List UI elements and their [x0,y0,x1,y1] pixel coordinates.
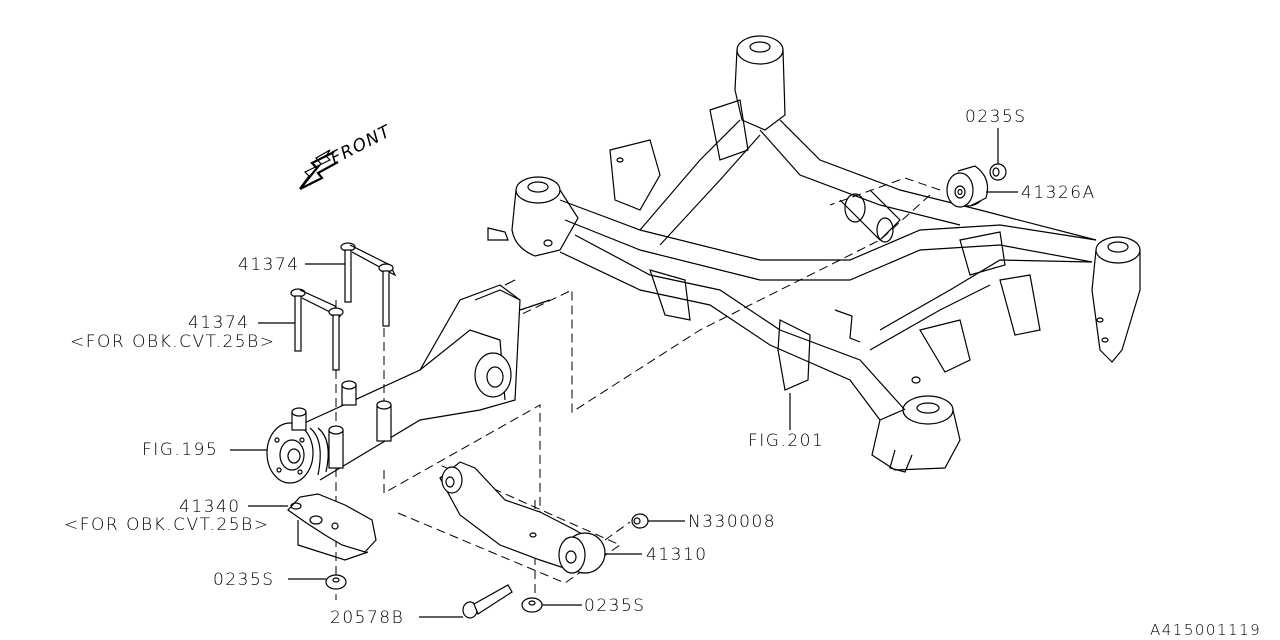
nut-0235s-bracket[interactable] [325,574,347,590]
callout-41340[interactable]: 41340 [179,497,241,517]
diagram-code: A415001119 [1150,621,1262,639]
diff-bracket-41340[interactable] [287,493,377,561]
rear-crossmember[interactable] [487,35,1141,473]
callout-fig195[interactable]: FIG.195 [142,440,219,460]
callout-41310[interactable]: 41310 [646,545,708,565]
callout-41374[interactable]: 41374 [238,255,300,275]
callout-41340-note: <FOR OBK.CVT.25B> [64,515,270,535]
callout-n330008[interactable]: N330008 [688,512,777,532]
diff-mount-bolt-41374[interactable] [340,242,397,327]
callout-0235s-bracket[interactable]: 0235S [213,570,275,590]
callout-fig201[interactable]: FIG.201 [748,431,825,451]
arrow-front-icon [299,149,339,190]
diff-member-41310[interactable] [439,461,606,574]
callout-20578b[interactable]: 20578B [330,608,405,628]
leader-lines [230,128,1018,618]
bolt-20578b[interactable] [462,584,513,619]
callout-0235s-upper[interactable]: 0235S [965,107,1027,127]
callout-41374-obk[interactable]: 41374 [188,313,250,333]
rear-differential[interactable] [266,279,551,484]
callout-41374-note: <FOR OBK.CVT.25B> [70,332,276,352]
nut-0235s-upper[interactable] [989,163,1007,181]
diff-mount-bolt-41374-obk[interactable] [290,288,344,371]
nut-0235s-member[interactable] [521,597,543,613]
callout-0235s-member[interactable]: 0235S [584,596,646,616]
crossmember-bushing[interactable] [946,165,989,208]
nut-n330008[interactable] [631,513,649,529]
callout-41326a[interactable]: 41326A [1021,183,1096,203]
